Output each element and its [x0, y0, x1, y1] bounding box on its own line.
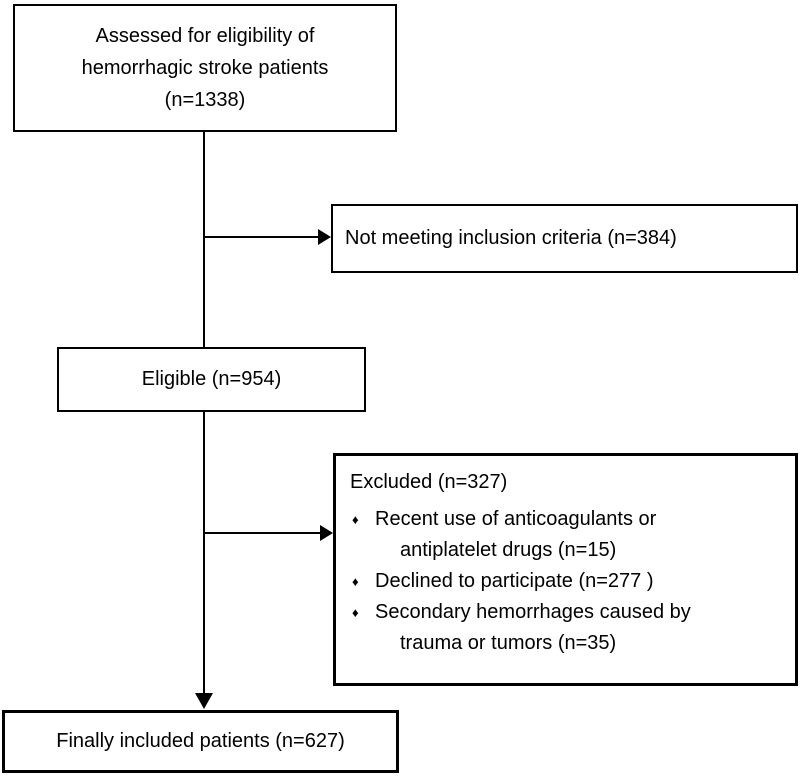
not-meeting-criteria-box: Not meeting inclusion criteria (n=384)	[331, 204, 798, 273]
arrowhead-right-icon	[320, 525, 333, 541]
assessed-eligibility-label: Assessed for eligibility of hemorrhagic …	[81, 25, 329, 111]
excluded-reason-item: ♦ Declined to participate (n=277 )	[350, 566, 781, 597]
arrowhead-right-icon	[318, 229, 331, 245]
excluded-reason-label: Recent use of anticoagulants or antiplat…	[375, 508, 657, 561]
diamond-bullet-icon: ♦	[352, 574, 359, 589]
diamond-bullet-icon: ♦	[352, 512, 359, 527]
connector-to-not-meeting	[204, 236, 318, 238]
connector-eligible-to-final	[203, 411, 205, 693]
excluded-reason-list: ♦ Recent use of anticoagulants or antipl…	[350, 504, 781, 659]
connector-to-excluded	[204, 532, 320, 534]
excluded-reason-label: Declined to participate (n=277 )	[375, 570, 654, 592]
assessed-eligibility-box: Assessed for eligibility of hemorrhagic …	[13, 4, 397, 132]
excluded-reason-item: ♦ Secondary hemorrhages caused by trauma…	[350, 597, 781, 659]
connector-assessed-to-eligible	[203, 131, 205, 347]
finally-included-box: Finally included patients (n=627)	[2, 710, 399, 773]
finally-included-label: Finally included patients (n=627)	[56, 730, 345, 752]
arrowhead-down-icon	[195, 693, 213, 709]
not-meeting-criteria-label: Not meeting inclusion criteria (n=384)	[345, 227, 677, 249]
diamond-bullet-icon: ♦	[352, 605, 359, 620]
excluded-reason-item: ♦ Recent use of anticoagulants or antipl…	[350, 504, 781, 566]
eligible-label: Eligible (n=954)	[141, 368, 282, 390]
eligible-box: Eligible (n=954)	[57, 347, 366, 412]
excluded-reason-label: Secondary hemorrhages caused by trauma o…	[375, 601, 691, 654]
excluded-title: Excluded (n=327)	[350, 471, 508, 493]
excluded-box: Excluded (n=327) ♦ Recent use of anticoa…	[333, 453, 798, 686]
